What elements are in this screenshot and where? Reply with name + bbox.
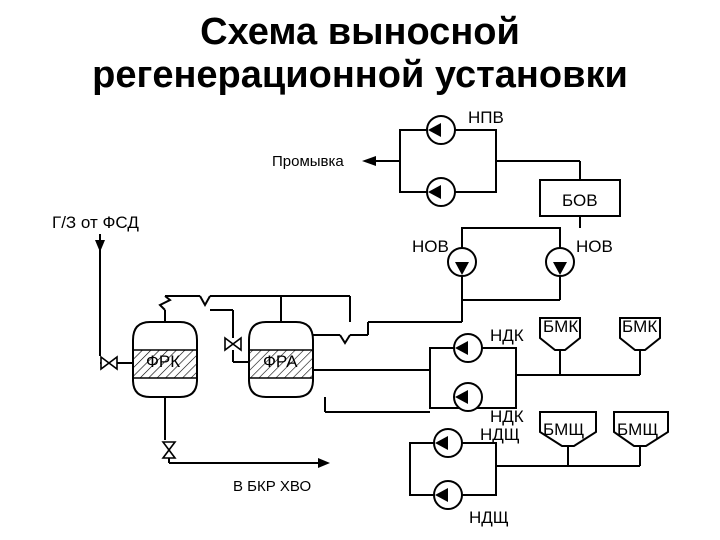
label-bmsh-1: БМЩ (543, 420, 584, 439)
label-ndk-top: НДК (490, 326, 524, 345)
label-v-bkr: В БКР ХВО (233, 478, 311, 495)
valve-drain (161, 441, 177, 459)
diagram-title-line-2: регенерационной установки (92, 54, 628, 96)
bmsh-tank-1 (539, 411, 597, 447)
label-ndsh-bottom: НДЩ (469, 508, 509, 527)
diagram-title-line-1: Схема выносной (200, 11, 520, 53)
flush-arrow (362, 156, 376, 166)
pump-nov-right (545, 247, 575, 277)
label-ndsh-mid: НДЩ (480, 425, 520, 444)
label-npv: НПВ (468, 108, 504, 127)
label-bov: БОВ (562, 191, 598, 210)
nov-pump-group (447, 216, 581, 306)
label-bmsh-2: БМЩ (617, 420, 658, 439)
pump-npv-bottom (426, 177, 456, 207)
bmsh-tank-2 (613, 411, 669, 447)
pump-ndk-top (453, 333, 483, 363)
label-ndk-mid: НДК (490, 407, 524, 426)
bmk-tank-1 (539, 317, 581, 351)
ndsh-pump-group (409, 428, 641, 510)
label-bmk-1: БМК (543, 317, 578, 336)
label-nov-left: НОВ (412, 237, 449, 256)
valve-gz (100, 355, 118, 371)
label-nov-right: НОВ (576, 237, 613, 256)
label-fra: ФРА (263, 352, 298, 371)
pump-ndsh-top (433, 428, 463, 458)
bov-tank (539, 179, 621, 217)
washing-pump-group (362, 115, 581, 207)
pump-ndk-bottom (453, 382, 483, 412)
label-bmk-2: БМК (622, 317, 657, 336)
gz-line (95, 234, 133, 364)
label-gz: Г/З от ФСД (52, 213, 139, 232)
drain-line (168, 458, 330, 468)
pump-npv-top (426, 115, 456, 145)
filter-fra (248, 296, 314, 398)
ndk-pump-group (429, 333, 641, 412)
label-promyvka: Промывка (272, 153, 344, 170)
pump-ndsh-bottom (433, 480, 463, 510)
pump-nov-left (447, 247, 477, 277)
label-frk: ФРК (146, 352, 180, 371)
bmk-tank-2 (619, 317, 661, 351)
valve-fra-inlet (224, 336, 242, 352)
filter-frk (132, 310, 198, 440)
filter-piping (158, 295, 430, 413)
